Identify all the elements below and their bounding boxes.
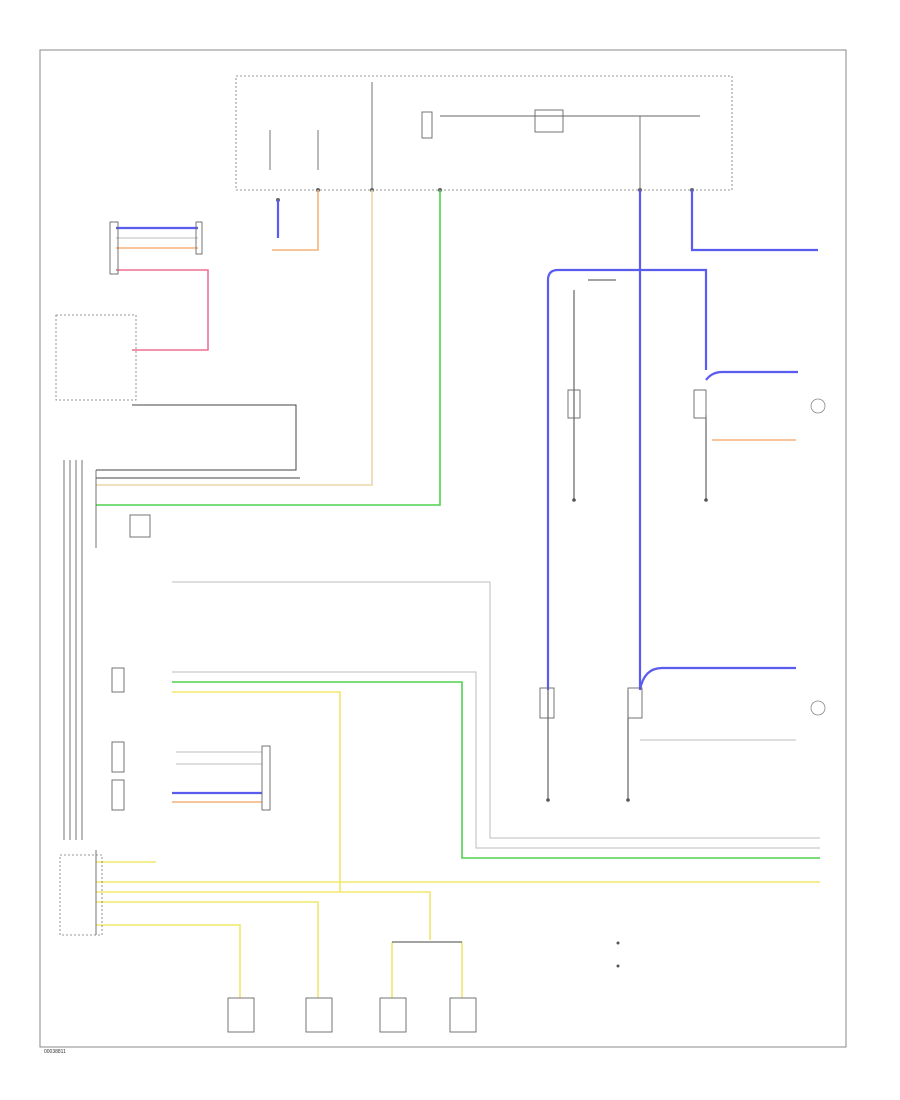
wire-yellow: [172, 691, 341, 892]
wire-green: [96, 190, 441, 506]
bottom-module: [379, 997, 407, 1033]
ground-point: [704, 498, 708, 502]
fuse-box-outline: [235, 75, 733, 191]
wire-orange: [272, 190, 319, 251]
wire-gray: [172, 581, 820, 839]
wire-yellow: [96, 901, 319, 998]
bottom-module: [449, 997, 477, 1033]
wire-black: [96, 404, 297, 471]
sensor-block: [693, 389, 707, 419]
ground-point: [546, 798, 550, 802]
bottom-module: [305, 997, 333, 1033]
wire-gray: [172, 671, 820, 849]
module-block: [129, 514, 151, 538]
switch-block: [111, 667, 125, 693]
ground-symbol-icon: [810, 700, 826, 716]
relay-symbol: [534, 109, 564, 133]
wire-blue: [690, 190, 818, 252]
instrument-cluster-box: [59, 854, 103, 936]
legend-marker: [616, 964, 620, 968]
switch-block: [111, 741, 125, 773]
ground-point: [626, 798, 630, 802]
switch-block: [111, 779, 125, 811]
left-connector: [109, 221, 119, 275]
ground-symbol-icon: [810, 398, 826, 414]
footer-code: 00038811: [44, 1049, 66, 1055]
wire-blue: [705, 370, 798, 381]
light-switch-box: [55, 314, 137, 401]
sensor-block: [567, 389, 581, 419]
wire-tan: [96, 190, 373, 486]
ground-point: [572, 498, 576, 502]
splice-box: [261, 745, 271, 811]
bottom-module: [227, 997, 255, 1033]
splice-box: [195, 221, 203, 255]
wire-pink: [116, 269, 209, 351]
relay-symbol-2: [421, 111, 433, 139]
wire-blue: [638, 666, 796, 691]
sensor-block: [539, 687, 555, 719]
wire-green: [172, 681, 820, 859]
wire-yellow: [96, 924, 241, 998]
wire-blue: [546, 268, 708, 690]
legend-marker: [616, 941, 620, 945]
wire-yellow: [96, 891, 431, 940]
diagram-frame: [39, 49, 847, 1048]
sensor-block: [627, 687, 643, 719]
